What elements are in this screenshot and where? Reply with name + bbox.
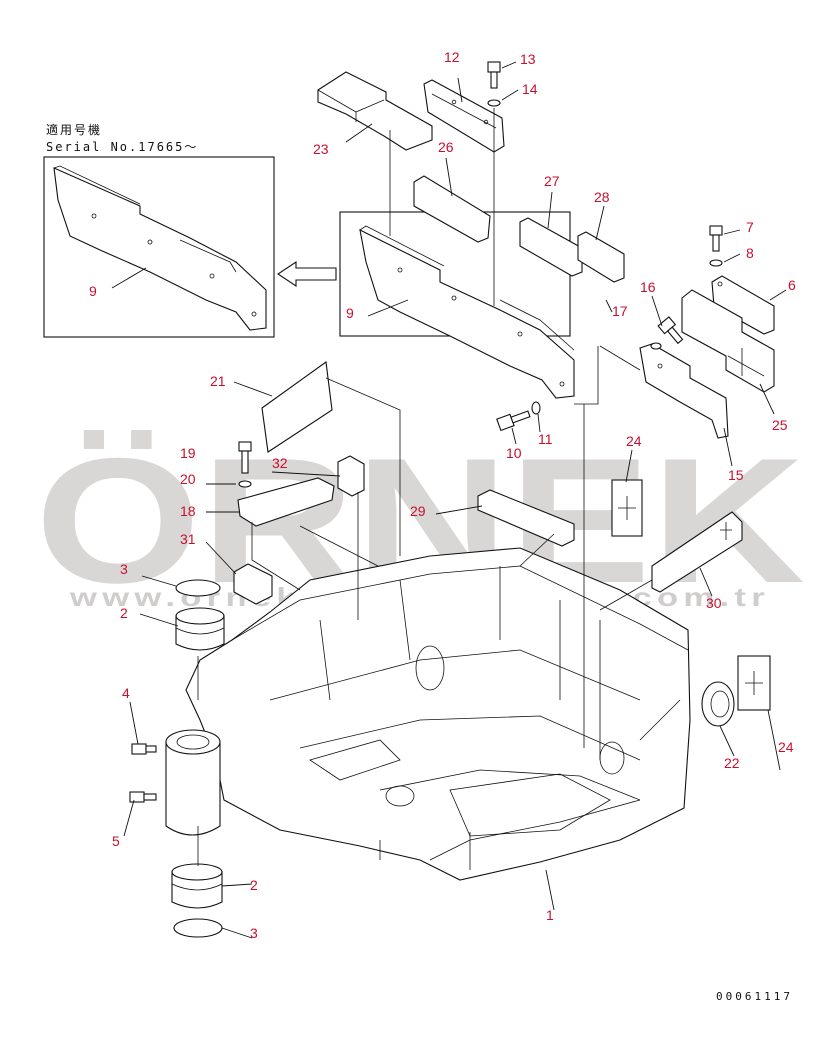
callout-15: 15 — [728, 467, 744, 483]
washer-8 — [709, 259, 723, 267]
bolt-13 — [487, 61, 501, 89]
serial-note-line1: 適用号機 — [46, 122, 102, 137]
inset-cover-plate-9 — [53, 165, 267, 331]
serial-note-line2: Serial No.17665～ — [46, 140, 198, 154]
callout-10: 10 — [506, 445, 522, 461]
bar-29 — [477, 489, 575, 547]
callout-20: 20 — [180, 471, 196, 487]
bolt-7 — [709, 225, 723, 252]
plate-15 — [639, 343, 729, 439]
callout-labels: 12 13 14 23 26 27 28 7 8 6 16 17 9 9 25 … — [89, 49, 796, 941]
callout-17: 17 — [612, 303, 628, 319]
callout-7: 7 — [746, 219, 754, 235]
callout-27: 27 — [544, 173, 560, 189]
callout-16: 16 — [640, 279, 656, 295]
plate-21 — [261, 361, 333, 453]
callout-9-inset: 9 — [89, 283, 97, 299]
bracket-18 — [237, 477, 335, 527]
bushing-2-upper — [175, 607, 225, 651]
ring-3-upper — [175, 579, 221, 597]
callout-25: 25 — [772, 417, 788, 433]
pad-27 — [519, 217, 583, 277]
document-number: 00061117 — [716, 990, 793, 1003]
ring-3-lower — [173, 918, 223, 938]
callout-30: 30 — [706, 595, 722, 611]
callout-32: 32 — [272, 455, 288, 471]
callout-24-lower: 24 — [778, 739, 794, 755]
washer-11 — [531, 401, 541, 415]
washer-14 — [487, 99, 501, 107]
callout-28: 28 — [594, 189, 610, 205]
callout-24-upper: 24 — [626, 433, 642, 449]
revolving-frame-1 — [185, 547, 691, 881]
callout-18: 18 — [180, 503, 196, 519]
arrow-to-inset — [277, 260, 337, 288]
block-31 — [233, 563, 273, 605]
callout-23: 23 — [313, 141, 329, 157]
bolt-19 — [238, 441, 252, 474]
callout-3-upper: 3 — [120, 561, 128, 577]
inset-box — [43, 156, 275, 338]
callout-21: 21 — [210, 373, 226, 389]
callout-8: 8 — [746, 245, 754, 261]
callout-2-lower: 2 — [250, 877, 258, 893]
bar-30 — [651, 511, 743, 593]
bushing-2-lower — [171, 863, 223, 909]
callout-11: 11 — [538, 431, 553, 447]
callout-2-upper: 2 — [120, 605, 128, 621]
callout-13: 13 — [520, 51, 536, 67]
callout-4: 4 — [122, 685, 130, 701]
pad-24-lower — [737, 655, 771, 711]
bolt-16 — [657, 316, 684, 345]
callout-31: 31 — [180, 531, 196, 547]
washer-20 — [238, 480, 252, 488]
plate-12 — [423, 79, 505, 153]
block-25 — [681, 289, 775, 393]
callout-29: 29 — [410, 503, 426, 519]
block-32 — [337, 455, 365, 497]
pad-26 — [413, 175, 491, 243]
leader-lines — [111, 61, 787, 939]
callout-19: 19 — [180, 445, 196, 461]
callout-9: 9 — [346, 305, 354, 321]
callout-3-lower: 3 — [250, 925, 258, 941]
callout-12: 12 — [444, 49, 460, 65]
callout-6: 6 — [788, 277, 796, 293]
swing-post-cylinder — [165, 729, 221, 836]
callout-22: 22 — [724, 755, 740, 771]
cover-plate-9 — [359, 225, 575, 399]
callout-5: 5 — [112, 833, 120, 849]
callout-26: 26 — [438, 139, 454, 155]
fitting-5 — [129, 791, 157, 803]
block-23 — [317, 71, 433, 151]
callout-1: 1 — [546, 907, 554, 923]
callout-14: 14 — [522, 81, 538, 97]
pad-28 — [577, 231, 625, 283]
fitting-4 — [131, 743, 157, 755]
seal-22 — [701, 681, 735, 727]
bolt-10 — [496, 410, 531, 432]
washer-17 — [650, 342, 662, 350]
pad-24-upper — [611, 479, 643, 537]
